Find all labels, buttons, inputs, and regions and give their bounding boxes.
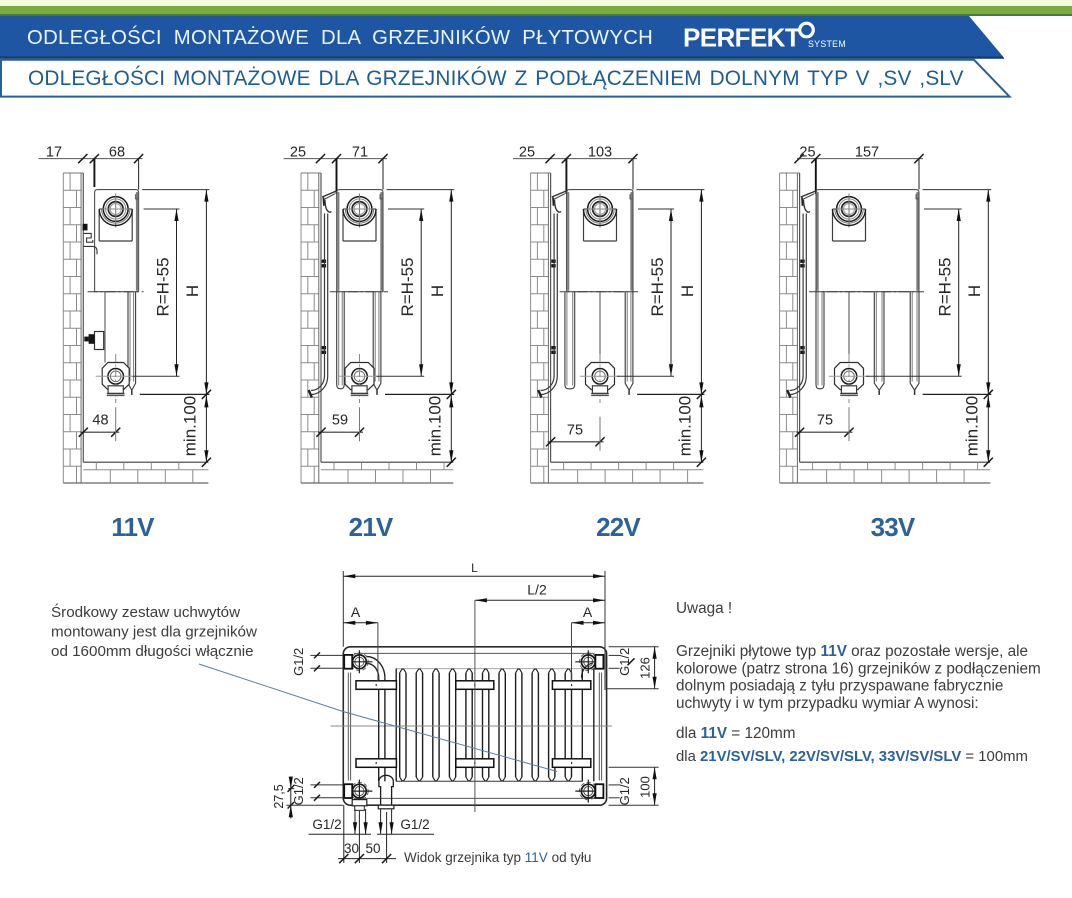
svg-text:75: 75 <box>817 413 833 429</box>
svg-text:59: 59 <box>332 413 348 429</box>
svg-text:25: 25 <box>519 144 535 160</box>
svg-text:L/2: L/2 <box>527 582 547 598</box>
svg-text:H: H <box>965 285 984 297</box>
svg-text:PERFEKT: PERFEKT <box>683 23 801 53</box>
svg-text:71: 71 <box>352 144 368 160</box>
svg-text:G1/2: G1/2 <box>312 817 341 832</box>
svg-text:min.100: min.100 <box>180 396 199 456</box>
svg-text:103: 103 <box>588 144 612 160</box>
svg-text:SYSTEM: SYSTEM <box>808 39 846 49</box>
svg-text:uchwyty i w tym przypadku wymi: uchwyty i w tym przypadku wymiar A wynos… <box>676 695 979 712</box>
svg-text:G1/2: G1/2 <box>617 648 632 676</box>
svg-text:50: 50 <box>365 841 380 856</box>
svg-text:21V: 21V <box>349 512 394 542</box>
svg-text:G1/2: G1/2 <box>291 648 306 676</box>
svg-text:A: A <box>351 604 361 620</box>
svg-text:27,5: 27,5 <box>272 784 286 808</box>
svg-text:min.100: min.100 <box>675 396 694 456</box>
svg-text:11V: 11V <box>111 512 155 542</box>
svg-text:100: 100 <box>638 776 653 798</box>
svg-text:ODLEGŁOŚCI MONTAŻOWE DLA GRZEJ: ODLEGŁOŚCI MONTAŻOWE DLA GRZEJNIKÓW Z PO… <box>28 66 964 90</box>
svg-text:126: 126 <box>638 657 653 679</box>
svg-text:48: 48 <box>92 413 108 429</box>
svg-text:G1/2: G1/2 <box>400 817 429 832</box>
svg-text:22V: 22V <box>596 512 641 542</box>
svg-text:dolnym posiadają z tyłu przysp: dolnym posiadają z tyłu przyspawane fabr… <box>676 678 1003 695</box>
svg-text:H: H <box>428 285 447 297</box>
svg-text:min.100: min.100 <box>962 396 981 456</box>
svg-text:min.100: min.100 <box>425 396 444 456</box>
svg-text:dla 21V/SV/SLV, 22V/SV/SLV, 33: dla 21V/SV/SLV, 22V/SV/SLV, 33V/SV/SLV =… <box>676 749 1028 765</box>
svg-text:ODLEGŁOŚCI MONTAŻOWE DLA GRZEJ: ODLEGŁOŚCI MONTAŻOWE DLA GRZEJNIKÓW PŁYT… <box>27 25 653 49</box>
svg-text:montowany jest dla grzejników: montowany jest dla grzejników <box>51 624 257 641</box>
svg-text:Grzejniki płytowe typ 11V oraz: Grzejniki płytowe typ 11V oraz pozostałe… <box>676 643 1028 660</box>
svg-text:dla 11V = 120mm: dla 11V = 120mm <box>676 725 796 742</box>
svg-text:G1/2: G1/2 <box>291 777 306 805</box>
svg-text:68: 68 <box>109 144 125 160</box>
svg-text:157: 157 <box>855 144 879 160</box>
svg-text:kolorowe (patrz strona 16) grz: kolorowe (patrz strona 16) grzejników z … <box>676 660 1041 677</box>
svg-text:R=H-55: R=H-55 <box>936 257 955 316</box>
svg-text:Uwaga !: Uwaga ! <box>676 600 732 617</box>
svg-text:30: 30 <box>344 841 359 856</box>
svg-text:25: 25 <box>290 144 306 160</box>
svg-text:H: H <box>678 285 697 297</box>
svg-text:17: 17 <box>46 144 62 160</box>
svg-text:R=H-55: R=H-55 <box>154 257 173 316</box>
svg-text:L: L <box>471 561 478 575</box>
svg-text:Widok grzejnika typ 11V od tył: Widok grzejnika typ 11V od tyłu <box>404 850 591 865</box>
svg-text:A: A <box>583 604 593 620</box>
svg-text:Środkowy zestaw uchwytów: Środkowy zestaw uchwytów <box>51 603 240 621</box>
svg-text:R=H-55: R=H-55 <box>398 257 417 316</box>
svg-text:od 1600mm długości włącznie: od 1600mm długości włącznie <box>51 643 254 660</box>
svg-text:75: 75 <box>567 422 583 438</box>
svg-text:R=H-55: R=H-55 <box>648 257 667 316</box>
svg-text:25: 25 <box>799 144 815 160</box>
svg-text:G1/2: G1/2 <box>617 777 632 805</box>
svg-text:H: H <box>183 285 202 297</box>
svg-text:33V: 33V <box>871 512 916 542</box>
